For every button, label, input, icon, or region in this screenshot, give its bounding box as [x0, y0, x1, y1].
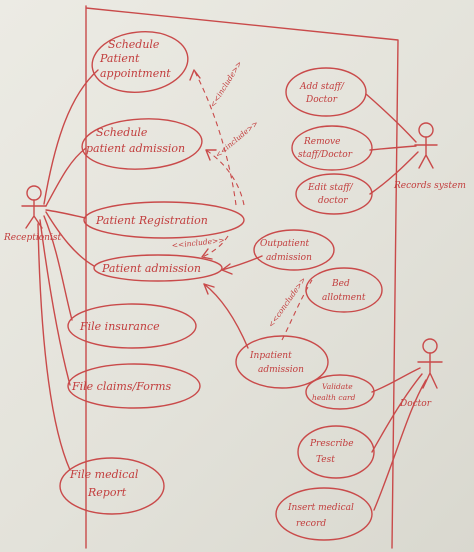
records-system-actor: [414, 122, 438, 169]
records-system-label: Records system: [393, 181, 466, 191]
svg-text:patient admission: patient admission: [86, 142, 185, 155]
dependency-lines: [189, 69, 313, 349]
svg-text:Inpatient: Inpatient: [249, 351, 292, 361]
receptionist-associations: [37, 69, 99, 471]
svg-text:Bed: Bed: [331, 279, 350, 289]
svg-text:doctor: doctor: [318, 196, 348, 206]
use-case-file-insurance: File insurance: [67, 303, 197, 349]
svg-text:admission: admission: [258, 365, 304, 375]
svg-text:Outpatient: Outpatient: [260, 239, 310, 249]
svg-text:staff/Doctor: staff/Doctor: [298, 150, 353, 160]
svg-text:Patient: Patient: [99, 52, 140, 65]
svg-text:appointment: appointment: [100, 67, 171, 80]
svg-text:Edit staff/: Edit staff/: [307, 183, 354, 193]
doctor-associations: [371, 367, 427, 511]
svg-text:Add staff/: Add staff/: [299, 82, 345, 92]
include-label-1: <<include>>: [208, 59, 244, 109]
use-case-schedule-admission: Schedule patient admission: [81, 118, 203, 170]
receptionist-label: Receptionist: [3, 233, 61, 243]
svg-text:File claims/Forms: File claims/Forms: [71, 380, 172, 393]
svg-text:Report: Report: [87, 486, 127, 499]
doctor-actor: [417, 338, 443, 389]
svg-text:Doctor: Doctor: [305, 95, 338, 105]
svg-text:allotment: allotment: [322, 293, 366, 303]
svg-text:Schedule: Schedule: [96, 126, 148, 139]
use-case-file-claims: File claims/Forms: [67, 363, 201, 409]
use-case-prescribe-test: Prescribe Test: [297, 425, 375, 479]
svg-text:admission: admission: [266, 253, 312, 263]
svg-text:File medical: File medical: [69, 468, 139, 481]
svg-text:Test: Test: [316, 455, 335, 465]
svg-text:Schedule: Schedule: [108, 38, 160, 51]
use-case-patient-registration: Patient Registration: [83, 201, 245, 239]
svg-text:Remove: Remove: [303, 137, 340, 147]
use-case-outpatient-admission: Outpatient admission: [253, 229, 335, 271]
use-case-validate-health-card: Validate health card: [305, 374, 375, 410]
use-case-bed-allotment: Bed allotment: [305, 267, 383, 313]
use-case-insert-medical-record: Insert medical record: [275, 487, 373, 541]
system-boundary: [85, 5, 399, 549]
svg-text:Prescribe: Prescribe: [309, 439, 354, 449]
use-case-schedule-appointment: Schedule Patient appointment: [91, 31, 189, 93]
svg-text:Validate: Validate: [322, 382, 353, 391]
conclude-label: <<conclude>>: [266, 275, 307, 329]
use-case-inpatient-admission: Inpatient admission: [235, 335, 329, 389]
use-case-file-medical-report: File medical Report: [59, 457, 165, 515]
svg-text:health card: health card: [312, 393, 356, 402]
svg-text:Patient Registration: Patient Registration: [95, 214, 208, 227]
receptionist-actor: [21, 185, 47, 229]
use-case-remove-staff: Remove staff/Doctor: [291, 125, 373, 171]
include-label-2: <<include>>: [214, 119, 260, 160]
svg-text:record: record: [296, 519, 326, 529]
use-case-patient-admission: Patient admission: [93, 254, 223, 282]
use-case-edit-staff: Edit staff/ doctor: [295, 173, 373, 215]
use-case-add-staff: Add staff/ Doctor: [285, 67, 367, 117]
records-system-associations: [365, 93, 419, 195]
svg-text:File insurance: File insurance: [79, 320, 160, 333]
svg-text:Patient admission: Patient admission: [101, 262, 201, 275]
svg-text:Insert medical: Insert medical: [287, 503, 354, 513]
doctor-label: Doctor: [399, 399, 432, 409]
